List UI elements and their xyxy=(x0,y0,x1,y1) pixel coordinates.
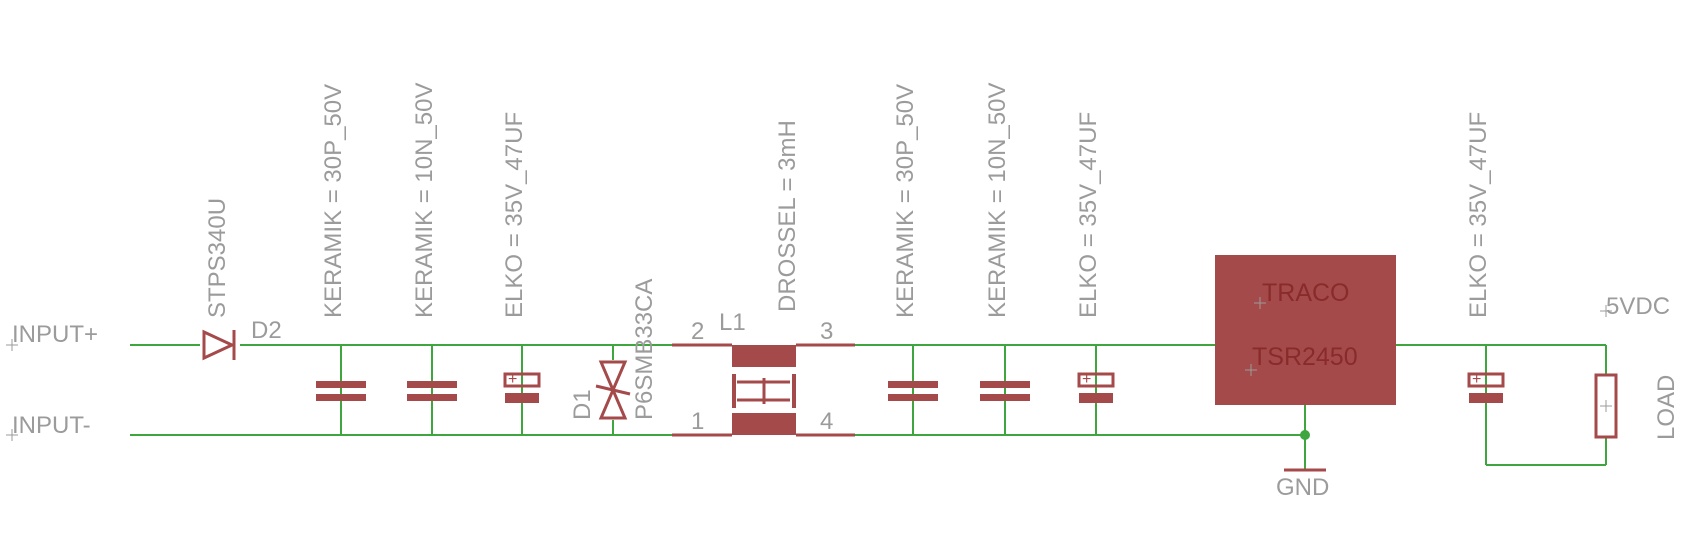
l1-core-left xyxy=(732,374,736,408)
l1-core-right xyxy=(792,374,796,408)
c4-value: KERAMIK = 30P_50V xyxy=(892,84,919,318)
choke-l1: L1 2 3 1 4 DROSSEL = 3mH xyxy=(672,120,855,437)
tvs-diode-d1: D1 P6SMB33CA xyxy=(569,279,658,420)
c3-plate-top xyxy=(503,372,541,388)
input-minus-text: INPUT- xyxy=(12,412,91,439)
c6-plate-top xyxy=(1077,372,1115,388)
load-label: LOAD xyxy=(1653,375,1680,440)
regulator-line2: TSR2450 xyxy=(1252,343,1358,371)
d1-value: P6SMB33CA xyxy=(631,279,658,420)
c7-value: ELKO = 35V_47UF xyxy=(1465,112,1492,318)
c7-plus-sign: + xyxy=(1472,371,1481,388)
c7-plate-bottom xyxy=(1469,393,1503,403)
capacitor-c3: + ELKO = 35V_47UF xyxy=(501,112,541,403)
c5-plate-bottom xyxy=(980,394,1030,401)
l1-value: DROSSEL = 3mH xyxy=(774,120,801,312)
gnd-junction xyxy=(1300,430,1310,440)
c3-plus-sign: + xyxy=(508,371,517,388)
c1-value: KERAMIK = 30P_50V xyxy=(320,84,347,318)
d2-name: D2 xyxy=(251,317,282,344)
l1-winding-top xyxy=(732,345,796,367)
input-minus-label: INPUT- xyxy=(6,412,91,441)
load-resistor: LOAD xyxy=(1594,373,1680,440)
load-body xyxy=(1594,373,1618,439)
l1-core-shape xyxy=(737,378,790,404)
c2-plate-top xyxy=(407,381,457,388)
c3-plate-bottom xyxy=(505,393,539,403)
d1-triangle-top xyxy=(598,360,628,394)
c4-plate-top xyxy=(888,381,938,388)
capacitor-c7: + ELKO = 35V_47UF xyxy=(1465,112,1505,403)
c4-plate-bottom xyxy=(888,394,938,401)
capacitor-c5: KERAMIK = 10N_50V xyxy=(980,83,1030,401)
d1-triangle-bottom xyxy=(598,386,628,420)
d1-bar xyxy=(595,384,631,396)
c5-plate-top xyxy=(980,381,1030,388)
c1-plate-top xyxy=(316,381,366,388)
capacitor-c1: KERAMIK = 30P_50V xyxy=(316,84,366,401)
regulator-body xyxy=(1215,255,1396,405)
gnd-label: GND xyxy=(1276,474,1329,501)
d2-triangle xyxy=(202,329,236,361)
c6-plus-sign: + xyxy=(1082,371,1091,388)
regulator-line1: TRACO xyxy=(1262,279,1350,307)
d2-value: STPS340U xyxy=(204,198,231,318)
capacitor-c6: + ELKO = 35V_47UF xyxy=(1075,112,1115,403)
c6-plate-bottom xyxy=(1079,393,1113,403)
output-5v-text: 5VDC xyxy=(1606,293,1670,320)
capacitor-c4: KERAMIK = 30P_50V xyxy=(888,84,938,401)
c2-value: KERAMIK = 10N_50V xyxy=(411,83,438,318)
l1-pin3: 3 xyxy=(820,318,833,345)
input-plus-label: INPUT+ xyxy=(6,321,98,351)
l1-winding-bottom xyxy=(732,413,796,435)
input-plus-text: INPUT+ xyxy=(12,321,98,348)
c6-value: ELKO = 35V_47UF xyxy=(1075,112,1102,318)
diode-d2: D2 STPS340U xyxy=(200,198,282,361)
c5-value: KERAMIK = 10N_50V xyxy=(984,83,1011,318)
c7-plate-top xyxy=(1467,372,1505,388)
output-5v-label: 5VDC xyxy=(1600,293,1670,320)
regulator-traco: TRACO TSR2450 xyxy=(1215,255,1396,405)
c3-value: ELKO = 35V_47UF xyxy=(501,112,528,318)
l1-pin2: 2 xyxy=(691,318,704,345)
l1-pin4: 4 xyxy=(820,408,833,435)
c2-plate-bottom xyxy=(407,394,457,401)
c1-plate-bottom xyxy=(316,394,366,401)
l1-name: L1 xyxy=(719,309,746,336)
d1-name: D1 xyxy=(569,389,596,420)
capacitor-c2: KERAMIK = 10N_50V xyxy=(407,83,457,401)
l1-pin1: 1 xyxy=(691,408,704,435)
ground-symbol: GND xyxy=(1276,468,1329,501)
